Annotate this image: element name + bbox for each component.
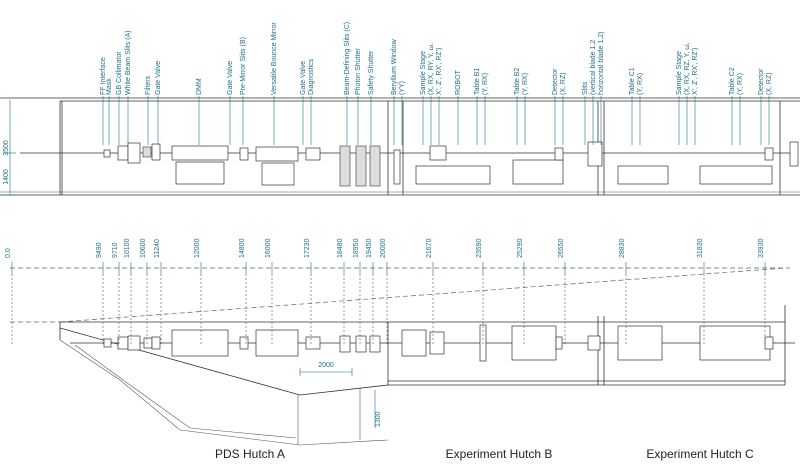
distance-label-1: 9490 (96, 242, 103, 258)
distance-markers: 0.0 9490 9710 10100 10600 11240 12000 14800 1600… (5, 238, 766, 345)
dim-1300-label: 1300 (375, 411, 382, 427)
label-gate-valve-diagnostics: Gate Valve (300, 61, 307, 95)
distance-label-18: 28830 (619, 238, 626, 258)
label-table-c2-axes: (Y, RX) (737, 73, 744, 95)
distance-label-14: 21670 (426, 238, 433, 258)
label-sample-stage-c-axes2: X', Z', RX', RZ') (692, 48, 699, 95)
label-table-b2: Table B2 (514, 68, 521, 95)
distance-label-11: 18950 (353, 238, 360, 258)
distance-label-2: 9710 (112, 242, 119, 258)
label-pre-mirror-slits-b: Pre-Mirror Slits (B) (240, 37, 247, 95)
distance-label-15: 23590 (476, 238, 483, 258)
distance-label-5: 11240 (154, 239, 161, 258)
distance-label-16: 25290 (517, 238, 524, 258)
label-detector-b: Detector (552, 68, 559, 95)
distance-label-12: 19450 (366, 238, 373, 258)
dim-2000-label: 2000 (318, 362, 334, 369)
label-table-c2: Table C2 (729, 67, 736, 95)
label-table-b1: Table B1 (474, 68, 481, 95)
dim-3500: 3500 (3, 140, 10, 156)
label-leader-lines (102, 96, 770, 145)
label-sample-stage-b-axes1: (X, RX, RY, Y, ω, (428, 43, 435, 95)
label-sample-stage-b-axes2: X', Z', RX', RZ') (436, 48, 443, 95)
label-table-b1-axes: (Y, RX) (482, 73, 489, 95)
distance-label-10: 18480 (337, 238, 344, 258)
label-white-beam-slits-a: White Beam Slits (A) (125, 30, 132, 95)
label-gate-valve-1: Gate Valve (155, 61, 162, 95)
label-sample-stage-c: Sample Stage (676, 51, 683, 95)
label-sample-stage-b: Sample Stage (420, 51, 427, 95)
label-filters: Filters (145, 75, 152, 95)
label-gb-collimator: GB Collimator (116, 51, 123, 95)
label-photon-shutter: Photon Shutter (355, 48, 362, 95)
dim-1400: 1400 (3, 169, 10, 185)
label-beryllium-window-yy: (YY) (399, 81, 406, 95)
label-beryllium-window: Beryllium Window (391, 38, 398, 95)
label-table-c1: Table C1 (629, 67, 636, 95)
label-beam-defining-slits-c: Beam-Defining Slits (C) (344, 22, 351, 95)
distance-label-19: 31830 (697, 238, 704, 258)
label-ff-interface: FF Interface (100, 57, 107, 95)
hutch-c-label: Experiment Hutch C (646, 447, 754, 461)
label-detector-c-axes: (X, RZ) (766, 72, 773, 95)
label-safety-shutter: Safety Shutter (368, 50, 375, 95)
distance-label-13: 20000 (380, 238, 387, 258)
plan-view: 2000 1300 (10, 267, 795, 446)
hutch-labels: PDS Hutch A Experiment Hutch B Experiment … (215, 447, 754, 461)
hutch-a-label: PDS Hutch A (215, 447, 285, 461)
side-elevation-view (0, 97, 800, 196)
distance-label-17: 26550 (558, 238, 565, 258)
distance-label-20: 33930 (758, 238, 765, 258)
label-slits-vertical: (vertical blade 1,2 (590, 40, 597, 95)
label-gate-valve-2: Gate Valve (227, 61, 234, 95)
label-versatile-bounce-mirror: Versatile Bounce Mirror (271, 22, 278, 95)
distance-label-7: 14800 (239, 238, 246, 258)
label-detector-b-axes: (X, RZ) (560, 72, 567, 95)
hutch-b-label: Experiment Hutch B (446, 447, 553, 461)
distance-label-6: 12000 (194, 238, 201, 258)
label-slits-horizontal: horizontal blade 1,2) (598, 32, 605, 95)
label-table-b2-axes: (Y, RX) (522, 73, 529, 95)
label-detector-c: Detector (758, 68, 765, 95)
label-table-c1-axes: (Y, RX) (637, 73, 644, 95)
distance-label-4: 10600 (140, 238, 147, 258)
label-dmm: DMM (196, 78, 203, 95)
distance-label-3: 10100 (124, 238, 131, 258)
distance-label-8: 16000 (265, 238, 272, 258)
label-sample-stage-c-axes1: (X, RX, RZ, Y, ω, (684, 42, 691, 95)
distance-label-0: 0.0 (5, 248, 12, 258)
vertical-dimensions: 3500 1400 (3, 140, 10, 185)
label-mask: Mask (106, 78, 113, 95)
label-robot: ROBOT (455, 69, 462, 95)
label-slits: Slits (582, 81, 589, 95)
distance-label-9: 17230 (304, 238, 311, 258)
label-diagnostics: Diagnostics (308, 58, 315, 95)
